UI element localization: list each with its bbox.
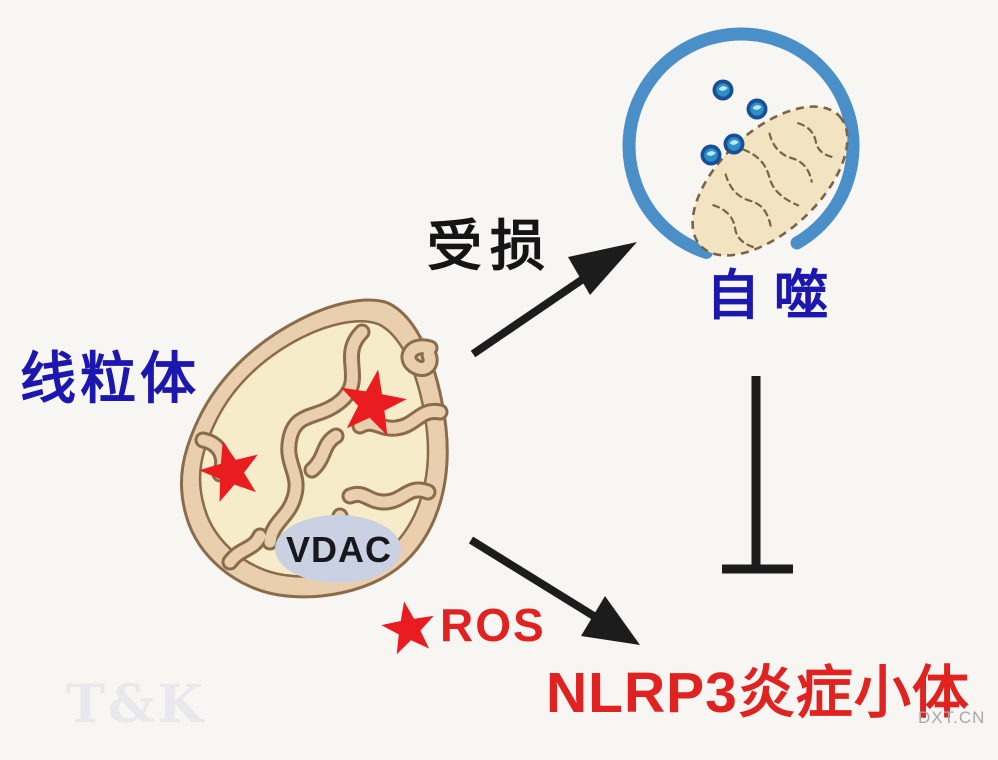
ros-arrow-icon <box>468 536 640 645</box>
damage-star-icon <box>341 369 407 436</box>
inhibition-tbar-icon <box>722 376 793 574</box>
damaged-label: 受损 <box>427 215 554 277</box>
watermark-dxt: DXT.CN <box>918 708 986 727</box>
damage-star-icon <box>199 441 258 502</box>
engulfed-mitochondrion <box>691 105 849 257</box>
vesicle-dot-icon <box>746 98 768 120</box>
autophagosome-membrane-arc <box>622 27 860 259</box>
mitochondrion-illustration <box>179 298 449 599</box>
vesicle-dot-icon <box>723 133 745 155</box>
ros-label: ROS <box>440 599 546 651</box>
autophagy-label: 自噬 <box>706 266 842 326</box>
nlrp3-inflammasome-label: NLRP3炎症小体 <box>546 661 970 725</box>
damaged-arrow-icon <box>470 242 637 358</box>
vdac-label: VDAC <box>285 529 392 570</box>
watermark-tk: T&K <box>66 674 206 735</box>
autophagosome-illustration <box>622 27 860 259</box>
vesicle-dot-icon <box>700 144 722 166</box>
mitochondria-label: 线粒体 <box>20 347 200 410</box>
vdac-ellipse <box>275 515 401 583</box>
ros-star-icon <box>381 601 434 655</box>
vesicle-dot-icon <box>712 79 734 101</box>
